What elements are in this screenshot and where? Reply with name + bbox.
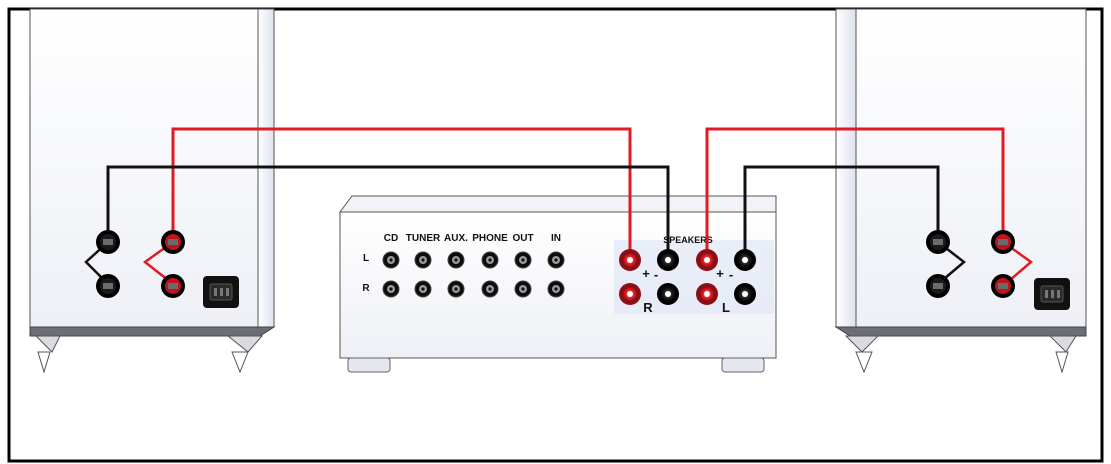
rca-jack-l-2	[447, 251, 465, 269]
rca-jack-r-0	[382, 280, 400, 298]
rca-jack-r-4-center	[521, 287, 525, 291]
rca-jack-l-3-center	[488, 258, 492, 262]
left-speaker-terminal-1-slot	[103, 239, 113, 245]
left-speaker-terminal-3-slot	[168, 239, 178, 245]
right-speaker-power-inlet-pin-a	[1045, 290, 1048, 298]
amp-left-negative-top-hole	[742, 257, 748, 263]
amp-right-positive-bottom-hole	[627, 291, 633, 297]
channel-r-label: R	[643, 300, 653, 315]
left-speaker-terminal-2	[96, 274, 120, 298]
rca-jack-l-4	[514, 251, 532, 269]
amp-right-negative-bottom-hole	[665, 291, 671, 297]
input-label-tuner: TUNER	[406, 233, 441, 244]
amp-right-negative-top-hole	[665, 257, 671, 263]
amp-right-negative-top	[657, 249, 679, 271]
amp-left-positive-bottom	[696, 283, 718, 305]
rca-jack-r-3-center	[488, 287, 492, 291]
rca-jack-l-2-center	[454, 258, 458, 262]
rca-jack-l-5-center	[554, 258, 558, 262]
amp-left-positive-top-hole	[704, 257, 710, 263]
input-label-out: OUT	[512, 233, 533, 244]
left-speaker-terminal-4-slot	[168, 283, 178, 289]
left-speaker-terminal-1	[96, 230, 120, 254]
right-speaker-terminal-1	[926, 230, 950, 254]
right-speaker-power-inlet-pin-c	[1057, 290, 1060, 298]
amp-left-negative-bottom	[734, 283, 756, 305]
rca-jack-r-1	[414, 280, 432, 298]
left-speaker-power-inlet-pin-c	[226, 288, 229, 296]
right-speaker-terminal-4-slot	[998, 283, 1008, 289]
rca-jack-r-5	[547, 280, 565, 298]
minus-left: -	[729, 267, 733, 282]
left-speaker-power-inlet	[203, 276, 239, 308]
rca-jack-l-5	[547, 251, 565, 269]
plus-right: +	[642, 266, 650, 281]
right-speaker-terminal-2-slot	[933, 283, 943, 289]
amp-left-negative-top	[734, 249, 756, 271]
right-speaker-terminal-1-slot	[933, 239, 943, 245]
rca-jack-r-2	[447, 280, 465, 298]
speakers-label: SPEAKERS	[663, 235, 713, 245]
left-speaker-terminal-3	[161, 230, 185, 254]
amp-right-positive-top	[619, 249, 641, 271]
rca-jack-r-2-center	[454, 287, 458, 291]
wire-right-positive	[705, 127, 1005, 258]
wire-right-negative	[743, 165, 940, 258]
rca-jack-r-3	[481, 280, 499, 298]
rca-jack-r-1-center	[421, 287, 425, 291]
right-speaker-terminal-3-slot	[998, 239, 1008, 245]
amp-left-positive-top	[696, 249, 718, 271]
rca-jack-l-4-center	[521, 258, 525, 262]
rca-jack-l-1-center	[421, 258, 425, 262]
rca-jack-r-5-center	[554, 287, 558, 291]
plus-left: +	[716, 266, 724, 281]
wire-left-negative	[106, 165, 670, 258]
amp-right-positive-top-hole	[627, 257, 633, 263]
input-label-in: IN	[551, 233, 561, 244]
input-label-phone: PHONE	[472, 233, 508, 244]
right-speaker-terminal-2	[926, 274, 950, 298]
right-speaker-power-inlet	[1034, 278, 1070, 310]
rca-jack-r-0-center	[389, 287, 393, 291]
row-label-r: R	[362, 283, 370, 294]
right-speaker-terminal-4	[991, 274, 1015, 298]
wire-left-positive	[171, 127, 632, 258]
minus-right: -	[654, 267, 658, 282]
rca-jack-l-3	[481, 251, 499, 269]
wiring	[84, 127, 1034, 287]
input-label-cd: CD	[384, 233, 398, 244]
left-speaker-power-inlet-pin-b	[220, 288, 223, 296]
right-speaker-power-inlet-pin-b	[1051, 290, 1054, 298]
input-label-aux: AUX.	[444, 233, 468, 244]
amp-left-negative-bottom-hole	[742, 291, 748, 297]
amp-right-positive-bottom	[619, 283, 641, 305]
right-speaker	[834, 8, 1087, 374]
row-label-l: L	[363, 253, 369, 264]
amp-right-negative-bottom	[657, 283, 679, 305]
right-speaker-terminal-3	[991, 230, 1015, 254]
left-speaker	[29, 8, 276, 374]
left-speaker-terminal-2-slot	[103, 283, 113, 289]
rca-jack-l-0	[382, 251, 400, 269]
rca-jack-l-0-center	[389, 258, 393, 262]
amp-left-positive-bottom-hole	[704, 291, 710, 297]
rca-jack-r-4	[514, 280, 532, 298]
jacks	[96, 230, 1070, 310]
left-speaker-power-inlet-pin-a	[214, 288, 217, 296]
left-speaker-terminal-4	[161, 274, 185, 298]
rca-jack-l-1	[414, 251, 432, 269]
channel-l-label: L	[722, 300, 730, 315]
